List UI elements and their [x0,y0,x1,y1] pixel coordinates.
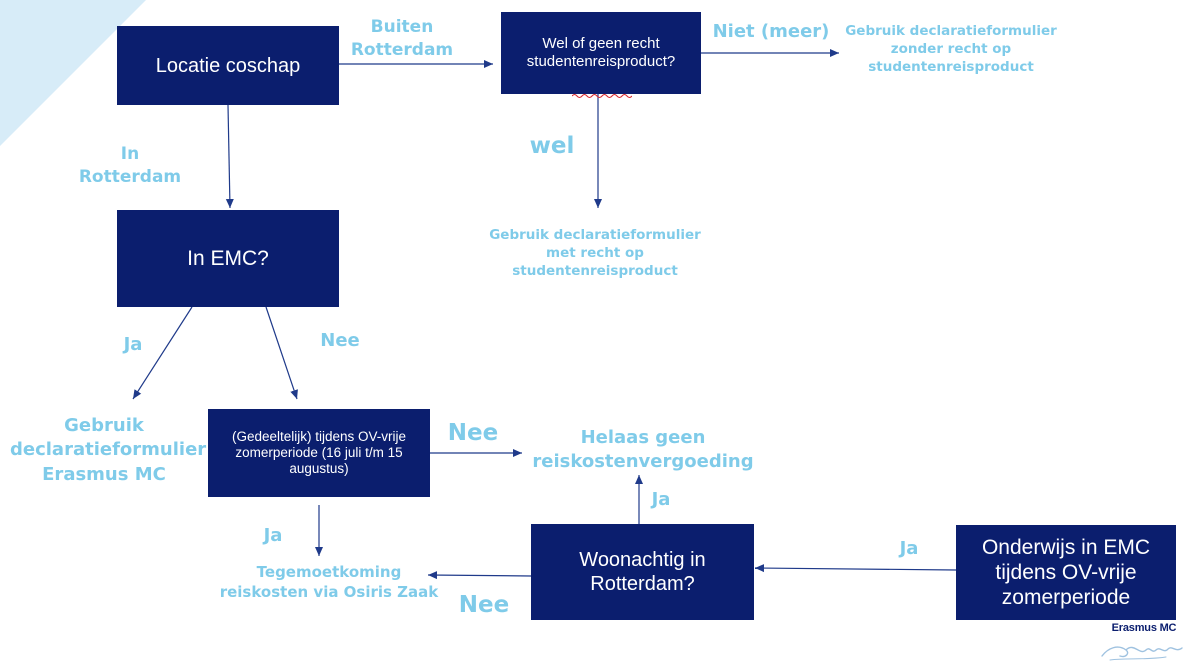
box-recht-text: Wel of geen recht studentenreisproduct? [526,35,676,70]
box-woon-text: Woonachtig in Rotterdam? [579,549,706,595]
arrow-emc-to-erasmus [132,306,193,400]
label-wel: wel [529,133,575,159]
arrow-locatie-to-emc [225,104,234,209]
outcome-met-recht: Gebruik declaratieformulier met recht op… [489,227,701,280]
arrow-woon-to-osiris [427,571,532,580]
box-onderwijs-emc: Onderwijs in EMC tijdens OV-vrije zomerp… [956,525,1176,620]
box-locatie-text: Locatie coschap [155,54,301,77]
box-recht-studentenreisproduct: Wel of geen recht studentenreisproduct? [501,12,701,94]
label-ja-emc: Ja [123,334,143,355]
logo-text: Erasmus MC [1111,622,1177,634]
box-locatie-coschap: Locatie coschap [117,26,339,105]
box-woonachtig-rotterdam: Woonachtig in Rotterdam? [531,524,754,620]
spellcheck-underline [572,94,632,98]
label-niet-meer: Niet (meer) [712,21,830,42]
outcome-osiris-zaak: Tegemoetkoming reiskosten via Osiris Zaa… [219,563,439,602]
label-nee-woon: Nee [458,592,510,618]
signature-icon [1101,646,1183,661]
outcome-declaratie-erasmus: Gebruik declaratieformulier Erasmus MC [10,415,207,485]
erasmus-mc-logo: Erasmus MC [1096,620,1192,666]
label-nee-ov: Nee [447,420,499,446]
label-ja-woon: Ja [651,489,671,510]
box-in-emc: In EMC? [117,210,339,307]
outcome-zonder-recht: Gebruik declaratieformulier zonder recht… [845,23,1057,76]
arrow-emc-to-ov [265,306,298,400]
label-nee-emc: Nee [320,330,360,351]
outcome-geen-vergoeding: Helaas geen reiskostenvergoeding [532,427,754,473]
arrow-onderwijs-to-woon [754,564,957,573]
label-buiten-rotterdam: Buiten Rotterdam [350,17,454,60]
label-ja-ov: Ja [263,525,283,546]
label-ja-onderwijs: Ja [899,538,919,559]
box-emc-text: In EMC? [187,246,269,270]
label-in-rotterdam: In Rotterdam [78,144,182,187]
box-onderwijs-text: Onderwijs in EMC tijdens OV-vrije zomerp… [981,535,1151,610]
box-ov-text: (Gedeeltelijk) tijdens OV-vrije zomerper… [231,428,407,477]
box-ov-vrije-zomerperiode: (Gedeeltelijk) tijdens OV-vrije zomerper… [208,409,430,497]
